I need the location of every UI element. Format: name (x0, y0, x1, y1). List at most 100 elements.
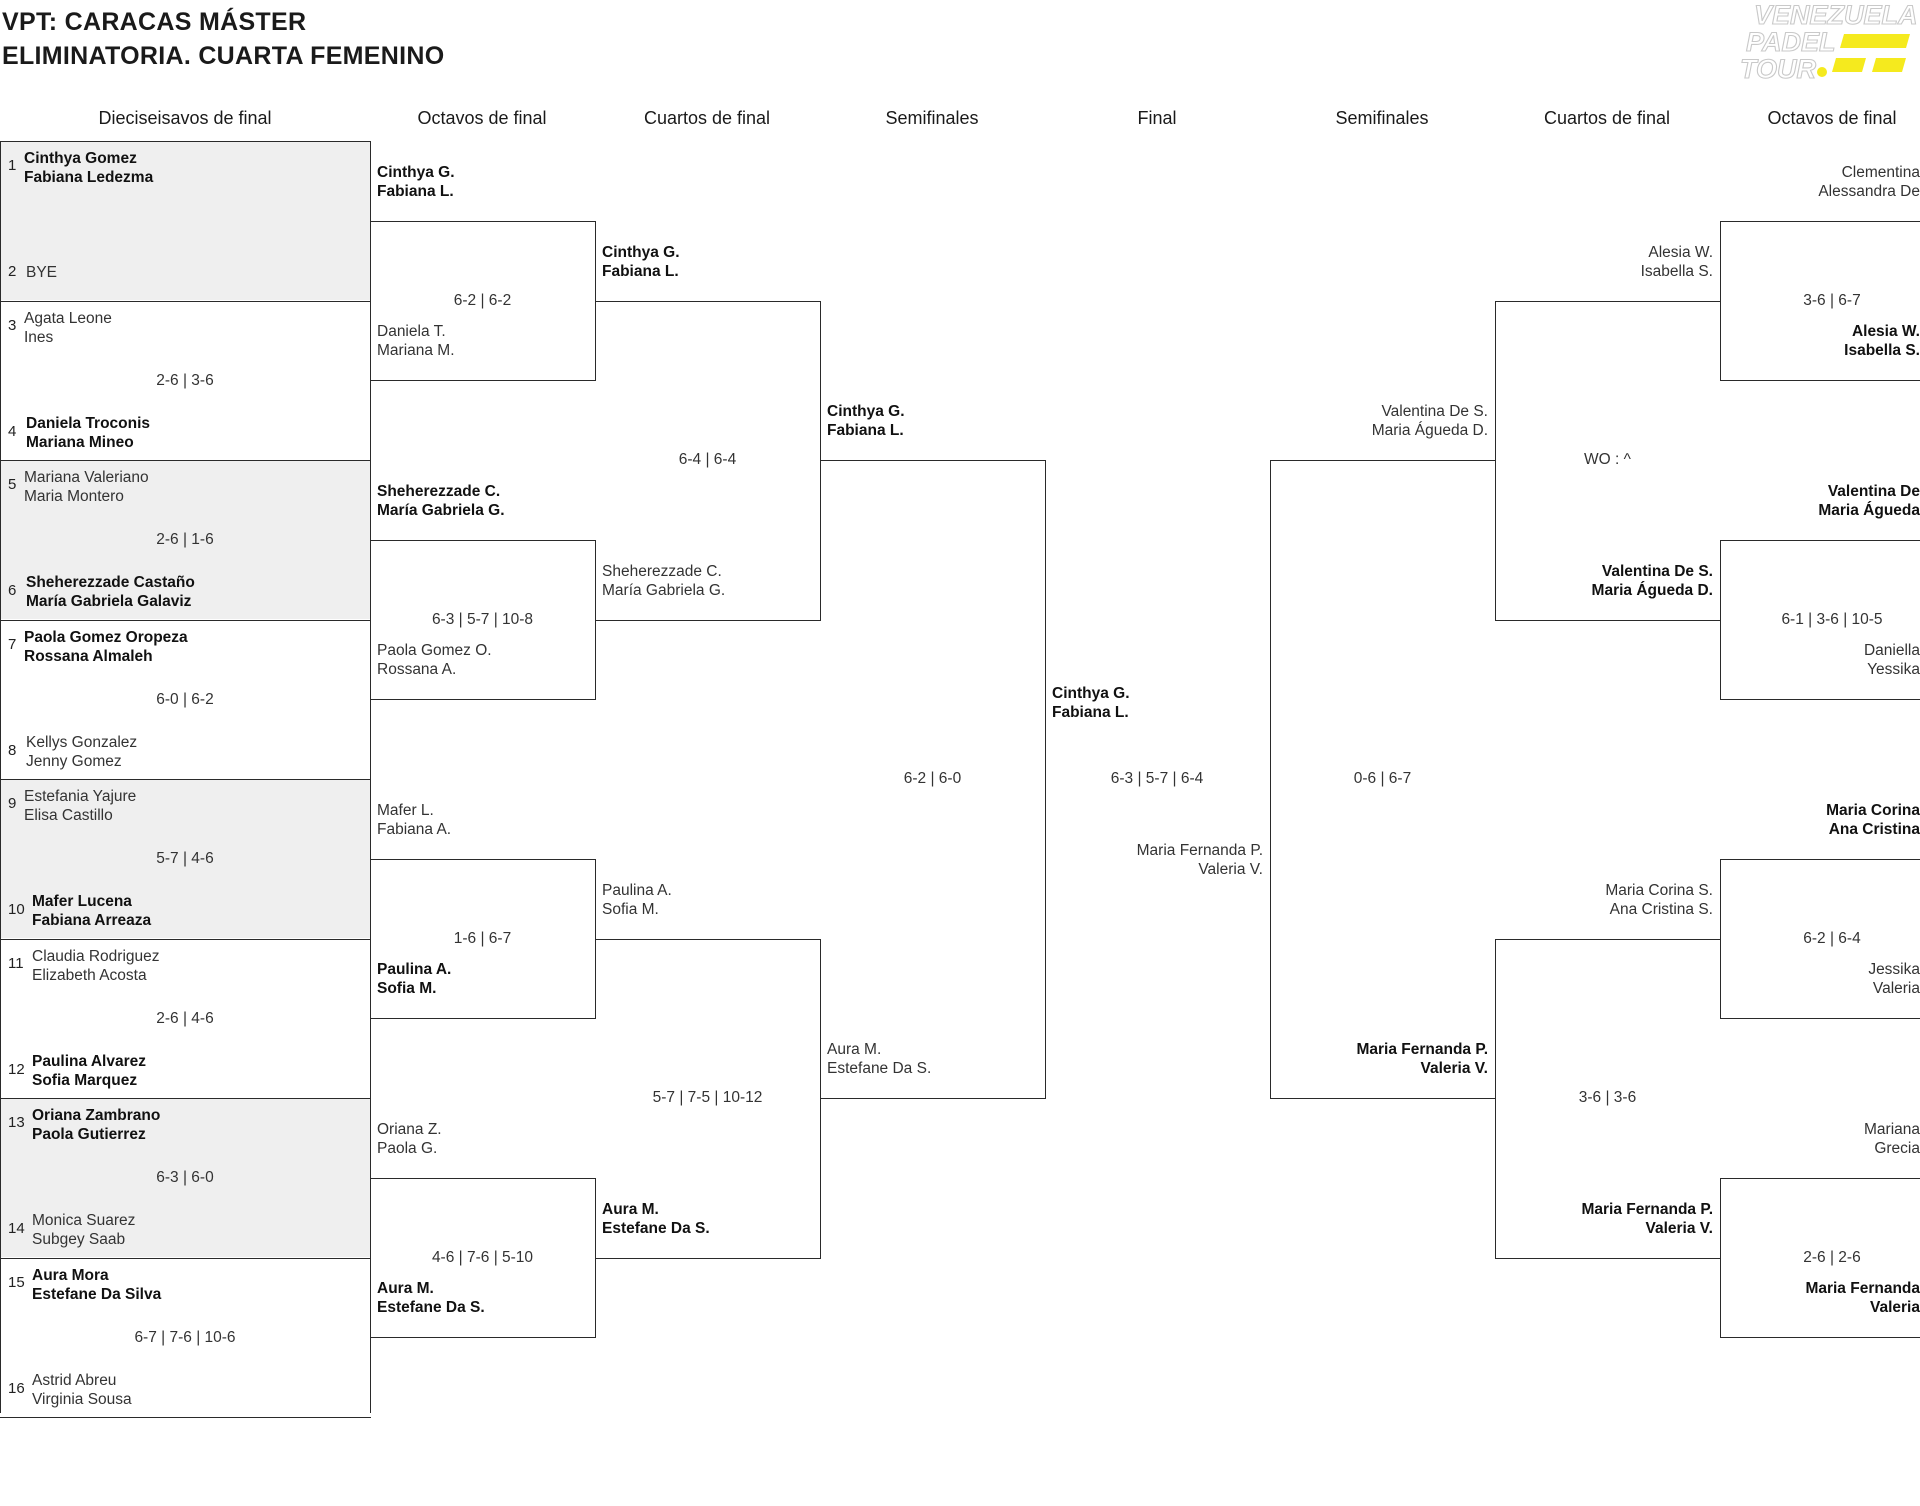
team-a-player: Estefane Da Silva (32, 1285, 162, 1303)
bracket-connector (1270, 460, 1496, 462)
bracket-connector (370, 380, 596, 382)
match-score: 6-2 | 6-2 (453, 292, 512, 309)
team-a-player: Agata Leone (24, 309, 112, 327)
team-b-player: Jenny Gomez (26, 752, 122, 770)
bracket-connector (370, 540, 596, 542)
team-a-player: Cinthya G. (827, 403, 905, 420)
team-b-player: Daniella (1863, 642, 1920, 659)
bracket-connector (1720, 1018, 1920, 1020)
team-a-player: Estefania Yajure (24, 788, 137, 805)
team-b-player: Sheherezzade Castaño (26, 574, 195, 591)
bracket-connector (1720, 699, 1920, 701)
bracket-connector (820, 460, 1046, 462)
team-b-player: Sofia M. (377, 980, 437, 997)
match-score: 6-7 | 7-6 | 10-6 (134, 1328, 236, 1346)
match-score: 2-6 | 3-6 (156, 371, 214, 389)
match-score: WO : ^ (1584, 451, 1631, 468)
bracket-connector (1720, 1178, 1722, 1337)
bracket-connector (370, 859, 596, 861)
match-score: 6-2 | 6-0 (903, 770, 962, 787)
team-a-player: Cinthya G. (377, 164, 455, 181)
bracket-connector (1720, 540, 1920, 542)
bracket-connector (1495, 939, 1497, 1258)
bracket-connector (1720, 859, 1920, 861)
match-score: 1-6 | 6-7 (453, 930, 512, 947)
match-band (0, 779, 370, 938)
team-a-player: Alessandra De (1818, 183, 1920, 200)
team-b-player: Valeria V. (1420, 1060, 1488, 1077)
team-b-player: Mariana M. (377, 342, 455, 359)
bracket-connector (1720, 380, 1920, 382)
seed-number: 13 (8, 1114, 25, 1131)
team-b-player: Mafer Lucena (32, 893, 132, 910)
team-b-player: Maria Fernanda P. (1581, 1201, 1713, 1218)
team-a-player: Isabella S. (1640, 263, 1713, 280)
final-team-a-player: Cinthya G. (1052, 685, 1130, 702)
team-b-player: Valeria (1872, 980, 1920, 997)
team-b-player: Daniela Troconis (26, 414, 151, 432)
round-header: Cuartos de final (643, 108, 771, 128)
team-a-player: Ana Cristina S. (1609, 901, 1713, 918)
match-score: 6-0 | 6-2 (156, 690, 214, 708)
team-a-player: Maria Montero (24, 488, 124, 505)
final-team-b-player: Valeria V. (1198, 861, 1263, 878)
bracket-connector (0, 460, 371, 462)
team-a-player: Fabiana Ledezma (24, 169, 154, 186)
bracket-connector (595, 301, 821, 303)
team-a-player: Maria Águeda (1818, 502, 1920, 519)
team-b-player: Paulina Alvarez (32, 1052, 147, 1070)
team-b-player: Paola Gomez O. (377, 642, 492, 659)
bracket-connector (820, 1098, 1046, 1100)
bracket-connector (370, 221, 596, 223)
team-a-player: Cinthya G. (602, 244, 680, 261)
bracket-connector (1495, 301, 1721, 303)
bracket-connector (0, 300, 371, 302)
match-score: 6-4 | 6-4 (678, 451, 737, 468)
match-score: 6-1 | 3-6 | 10-5 (1781, 611, 1883, 628)
team-b-player: Aura M. (827, 1041, 882, 1058)
team-a-player: Maria Corina S. (1605, 882, 1713, 899)
team-a-player: Mafer L. (377, 802, 434, 819)
team-b-player: Estefane Da S. (827, 1060, 932, 1077)
bracket-connector (1495, 1258, 1721, 1260)
round-header: Cuartos de final (1543, 108, 1671, 128)
team-b-player: Estefane Da S. (377, 1299, 485, 1316)
bracket-connector (1720, 221, 1920, 223)
team-a-player: Paola Gutierrez (32, 1126, 146, 1143)
team-b-player: Subgey Saab (32, 1231, 126, 1248)
team-b-player: Monica Suarez (32, 1212, 136, 1229)
match-score: 6-2 | 6-4 (1803, 930, 1861, 947)
team-b-player: Valeria (1870, 1299, 1920, 1316)
team-b-player: Yessika (1867, 661, 1920, 678)
bracket-connector (0, 619, 371, 621)
match-score: 3-6 | 6-7 (1803, 292, 1861, 309)
bracket-connector (0, 141, 2, 1413)
team-a-player: Oriana Z. (377, 1121, 442, 1138)
team-a-player: Elisa Castillo (24, 807, 113, 824)
bracket-connector (0, 779, 371, 781)
team-b-player: Valeria V. (1645, 1220, 1713, 1237)
bracket-connector (1720, 1178, 1920, 1180)
round-header: Semifinales (885, 108, 979, 128)
team-a-player: Cinthya Gomez (24, 150, 137, 167)
team-b-player: María Gabriela Galaviz (26, 593, 192, 610)
team-b-player: Aura M. (377, 1280, 434, 1297)
final-team-a-player: Fabiana L. (1052, 704, 1129, 721)
seed-number: 2 (8, 263, 17, 280)
team-a-player: Ines (24, 328, 54, 346)
team-b-player: María Gabriela G. (602, 582, 726, 599)
seed-number: 1 (8, 157, 17, 174)
seed-number: 6 (8, 582, 17, 599)
bracket-connector (370, 1337, 596, 1339)
team-b-player: Rossana A. (377, 661, 457, 678)
match-score: 2-6 | 2-6 (1803, 1249, 1861, 1266)
bracket-connector (595, 1178, 597, 1337)
team-a-player: Claudia Rodriguez (32, 947, 160, 965)
team-a-player: Paola G. (377, 1140, 438, 1157)
team-a-player: Ana Cristina (1828, 821, 1920, 838)
team-b-player: Paulina A. (377, 961, 452, 978)
match-score: 3-6 | 3-6 (1578, 1089, 1637, 1106)
round-header: Dieciseisavos de final (98, 108, 272, 128)
match-band (0, 1098, 370, 1257)
